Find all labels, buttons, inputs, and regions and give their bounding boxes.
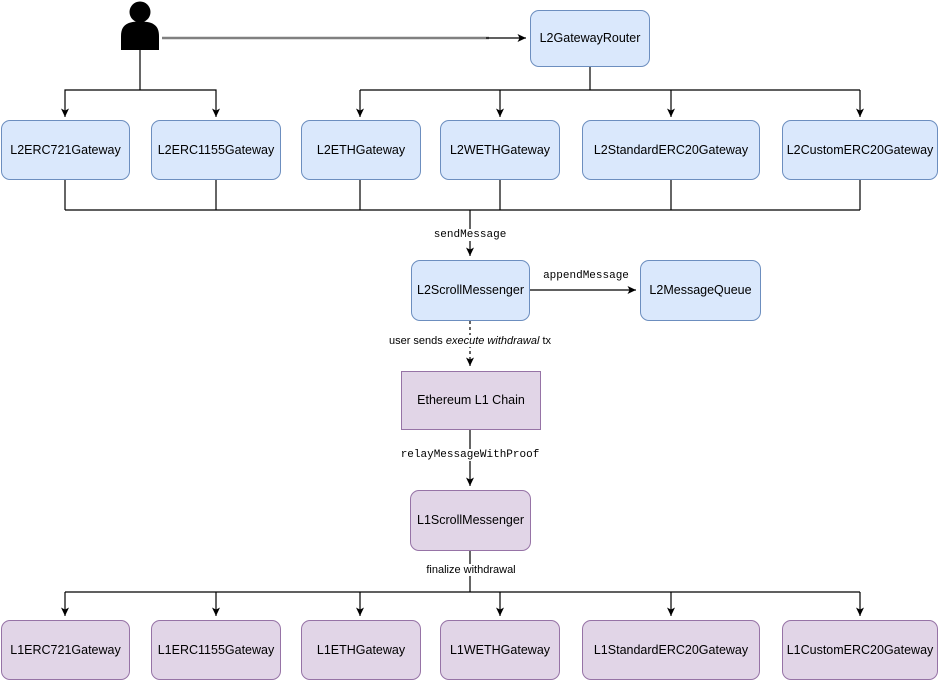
node-label: L2ETHGateway [316,142,406,157]
node-l2-weth-gateway: L2WETHGateway [440,120,560,180]
edge-label-text: tx [539,335,552,347]
node-l2-custom-erc20-gateway: L2CustomERC20Gateway [782,120,938,180]
node-label: L2CustomERC20Gateway [786,142,934,157]
node-l2-standard-erc20-gateway: L2StandardERC20Gateway [582,120,760,180]
node-label: L2ScrollMessenger [417,283,524,297]
node-l2-gateway-router: L2GatewayRouter [530,10,650,67]
edge-label-relay-message-with-proof: relayMessageWithProof [397,449,543,461]
node-label: L1StandardERC20Gateway [593,642,749,657]
node-l2-scroll-messenger: L2ScrollMessenger [411,260,530,321]
node-l2-message-queue: L2MessageQueue [640,260,761,321]
node-label: L2ERC721Gateway [10,142,121,157]
edge-label-append-message: appendMessage [540,270,632,282]
node-l1-custom-erc20-gateway: L1CustomERC20Gateway [782,620,938,680]
edge-label-user-sends-withdrawal-tx: user sends execute withdrawal tx [385,335,555,347]
node-label: L2MessageQueue [649,283,752,297]
node-label: L1ETHGateway [316,642,406,657]
edge-l2-gateways-to-messenger [64,180,861,256]
node-ethereum-l1-chain: Ethereum L1 Chain [401,371,541,430]
edge-label-text: user sends [388,335,446,347]
node-l1-standard-erc20-gateway: L1StandardERC20Gateway [582,620,760,680]
node-l2-erc721-gateway: L2ERC721Gateway [1,120,130,180]
node-l1-erc721-gateway: L1ERC721Gateway [1,620,130,680]
node-label: L2ERC1155Gateway [157,142,275,157]
edge-label-finalize-withdrawal: finalize withdrawal [423,564,519,576]
node-label: L2WETHGateway [449,142,551,157]
node-l2-erc1155-gateway: L2ERC1155Gateway [151,120,281,180]
edge-user-to-l2-nft-gateways [61,50,220,117]
node-l1-scroll-messenger: L1ScrollMessenger [410,490,531,551]
node-label: L2StandardERC20Gateway [593,142,749,157]
node-label: Ethereum L1 Chain [417,393,525,407]
node-l2-eth-gateway: L2ETHGateway [301,120,421,180]
edge-label-italic-text: execute withdrawal [445,335,540,347]
node-label: L1ERC721Gateway [10,642,121,657]
edge-l1-messenger-to-l1-gateways [61,551,864,616]
node-label: L1WETHGateway [449,642,551,657]
node-label: L2GatewayRouter [539,31,641,45]
node-label: L1ScrollMessenger [417,513,524,527]
user-actor-icon [121,1,159,50]
node-l1-weth-gateway: L1WETHGateway [440,620,560,680]
node-label: L1CustomERC20Gateway [786,642,934,657]
edge-router-to-l2-token-gateways [356,67,864,117]
node-l1-erc1155-gateway: L1ERC1155Gateway [151,620,281,680]
edge-label-send-message: sendMessage [430,229,510,241]
node-label: L1ERC1155Gateway [157,642,275,657]
node-l1-eth-gateway: L1ETHGateway [301,620,421,680]
